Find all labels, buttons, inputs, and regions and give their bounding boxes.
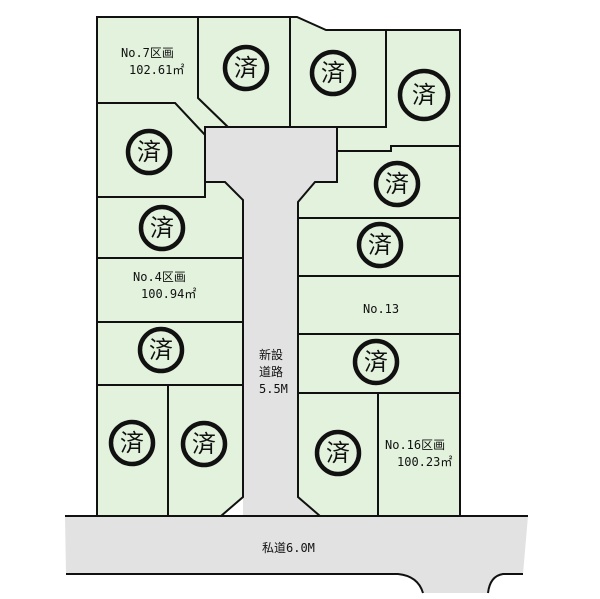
svg-text:済: 済: [149, 336, 173, 364]
svg-text:済: 済: [137, 138, 161, 166]
svg-text:済: 済: [385, 170, 409, 198]
plot-6[interactable]: [96, 102, 206, 198]
plot-4-name: No.4区画: [133, 270, 186, 284]
sold-stamp: 済: [373, 160, 421, 208]
svg-text:済: 済: [321, 59, 345, 87]
plot-13-name: No.13: [363, 302, 399, 316]
sold-stamp: 済: [125, 128, 173, 176]
sold-stamp: 済: [222, 44, 270, 92]
sold-stamp: 済: [108, 419, 156, 467]
new-road-width: 5.5M: [259, 382, 288, 396]
plot-4-area: 100.94㎡: [141, 287, 196, 301]
plot-16-name: No.16区画: [385, 438, 445, 452]
plot-7-area: 102.61㎡: [129, 63, 184, 77]
plot-15[interactable]: [297, 392, 379, 517]
svg-text:済: 済: [192, 430, 216, 458]
plot-16[interactable]: [377, 392, 461, 517]
sold-stamp: 済: [309, 49, 357, 97]
new-road-label: 道路: [259, 364, 283, 379]
new-road-label: 新設: [259, 347, 283, 362]
svg-text:済: 済: [234, 54, 258, 82]
svg-text:済: 済: [364, 348, 388, 376]
svg-text:済: 済: [412, 81, 436, 109]
svg-text:済: 済: [368, 231, 392, 259]
private-road-label: 私道6.0M: [262, 541, 315, 555]
plot-8[interactable]: [197, 16, 291, 128]
new-road: [205, 127, 337, 516]
svg-text:済: 済: [120, 429, 144, 457]
sold-stamp: 済: [138, 204, 186, 252]
svg-text:済: 済: [326, 439, 350, 467]
sold-stamp: 済: [356, 221, 404, 269]
plot-2[interactable]: [167, 384, 244, 517]
plot-7-name: No.7区画: [121, 46, 174, 60]
sold-stamp: 済: [180, 420, 228, 468]
sold-stamp: 済: [397, 68, 451, 122]
plot-16-area: 100.23㎡: [397, 455, 452, 469]
sold-stamp: 済: [314, 429, 362, 477]
sold-stamp: 済: [352, 338, 400, 386]
sold-stamp: 済: [137, 326, 185, 374]
svg-text:済: 済: [150, 214, 174, 242]
